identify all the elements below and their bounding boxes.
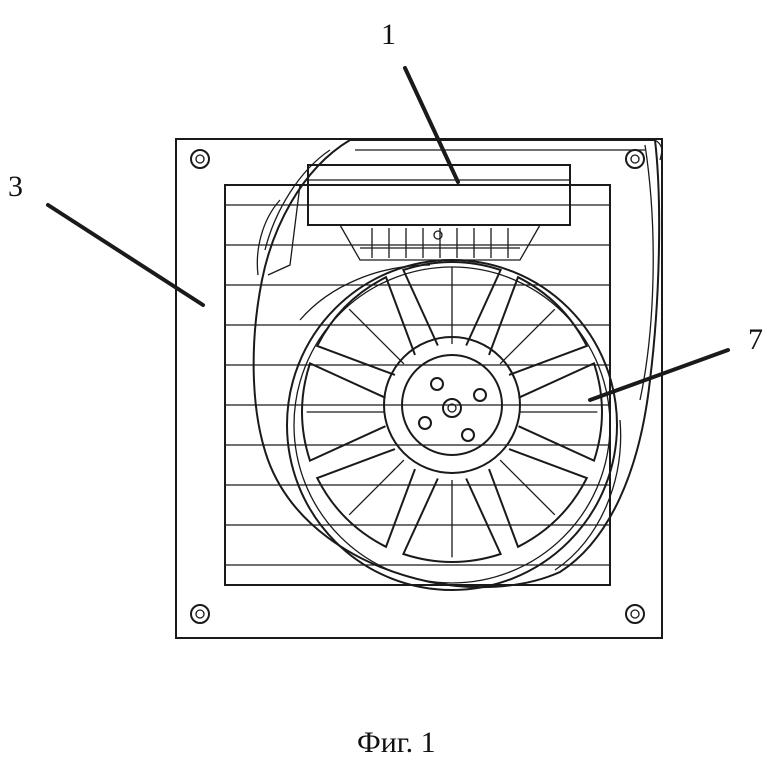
mounting-hole-top-left [191,150,209,168]
mounting-plate [176,139,662,638]
blade-rib [500,309,555,364]
blade-rib [349,309,404,364]
reference-label-3: 3 [8,170,23,203]
figure-caption: Фиг. 1 [357,726,436,759]
leader-line-3 [48,205,203,305]
blade-rib [349,460,404,515]
mounting-hole-bottom-right [626,605,644,623]
reference-label-1: 1 [381,18,396,51]
impeller [287,260,621,590]
reference-label-7: 7 [748,323,763,356]
hub-center-bolt [443,399,461,417]
motor-block [308,165,570,260]
volute-housing [254,140,662,587]
mounting-hole-top-right [626,150,644,168]
mounting-hole-bottom-left [191,605,209,623]
blade-rib [500,460,555,515]
